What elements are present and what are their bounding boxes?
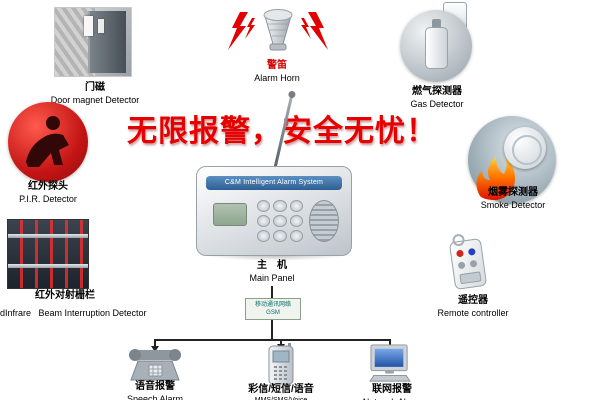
lightning-left-icon xyxy=(228,12,255,50)
main-panel-label: 主 机 Main Panel xyxy=(249,260,295,283)
panel-brand-stripe: C&M Intelligent Alarm System xyxy=(206,176,342,190)
smoke-label: 烟雾探测器 Smoke Detector xyxy=(480,187,546,210)
beam-rail-shape xyxy=(8,264,88,268)
flame-icon xyxy=(476,156,515,200)
remote-controller-image xyxy=(448,238,488,290)
connector-drop-middle xyxy=(280,339,282,345)
smoke-detector-image xyxy=(468,116,556,204)
gas-detector-image xyxy=(400,10,472,82)
horn-label: 警笛 Alarm Horn xyxy=(254,60,300,83)
pir-detector-image xyxy=(8,102,88,182)
remote-label: 遥控器 Remote controller xyxy=(437,295,509,318)
connector-horizontal xyxy=(155,339,391,341)
gas-label: 燃气探测器 Gas Detector xyxy=(410,86,464,109)
computer-icon xyxy=(369,344,411,382)
main-panel-image: C&M Intelligent Alarm System xyxy=(196,166,352,256)
panel-lcd-shape xyxy=(213,203,247,226)
beam-label-zh: 红外对射栅栏 xyxy=(35,290,95,301)
alarm-horn-icon xyxy=(263,9,293,51)
panel-keypad xyxy=(257,200,303,242)
door-panel-shape xyxy=(88,11,126,73)
gsm-link-box: 移动通讯网络 GSM xyxy=(245,298,301,320)
arrow-left xyxy=(151,346,159,352)
panel-speaker-shape xyxy=(309,200,339,242)
connector-drop-right xyxy=(389,339,391,347)
door-sensor-shape xyxy=(84,16,93,36)
smoke-disc-shape xyxy=(504,127,546,169)
beam-label-en: dInfrare Beam Interruption Detector xyxy=(0,308,147,318)
mms-label: 彩信/短信/语音 MMS/SMS/Voice xyxy=(248,384,314,400)
pir-label: 红外探头 P.I.R. Detector xyxy=(19,181,77,204)
door-label: 门磁 Door magnet Detector xyxy=(50,82,140,105)
lightning-right-icon xyxy=(301,12,328,50)
beam-rail-shape xyxy=(8,234,88,238)
connector-drop-left xyxy=(154,339,156,347)
beam-fence-image xyxy=(8,220,88,288)
door-magnet-shape xyxy=(98,19,104,33)
speech-alarm-label: 语音报警 Speech Alarm xyxy=(126,381,184,400)
door-magnet-image xyxy=(55,8,131,76)
gas-canister-shape xyxy=(425,27,448,69)
mobile-phone-icon xyxy=(268,343,294,385)
gas-cap-shape xyxy=(432,19,441,28)
burglar-silhouette-icon xyxy=(26,116,69,167)
telephone-icon xyxy=(129,349,181,381)
network-alarm-label: 联网报警 Network Alarm xyxy=(363,384,422,400)
